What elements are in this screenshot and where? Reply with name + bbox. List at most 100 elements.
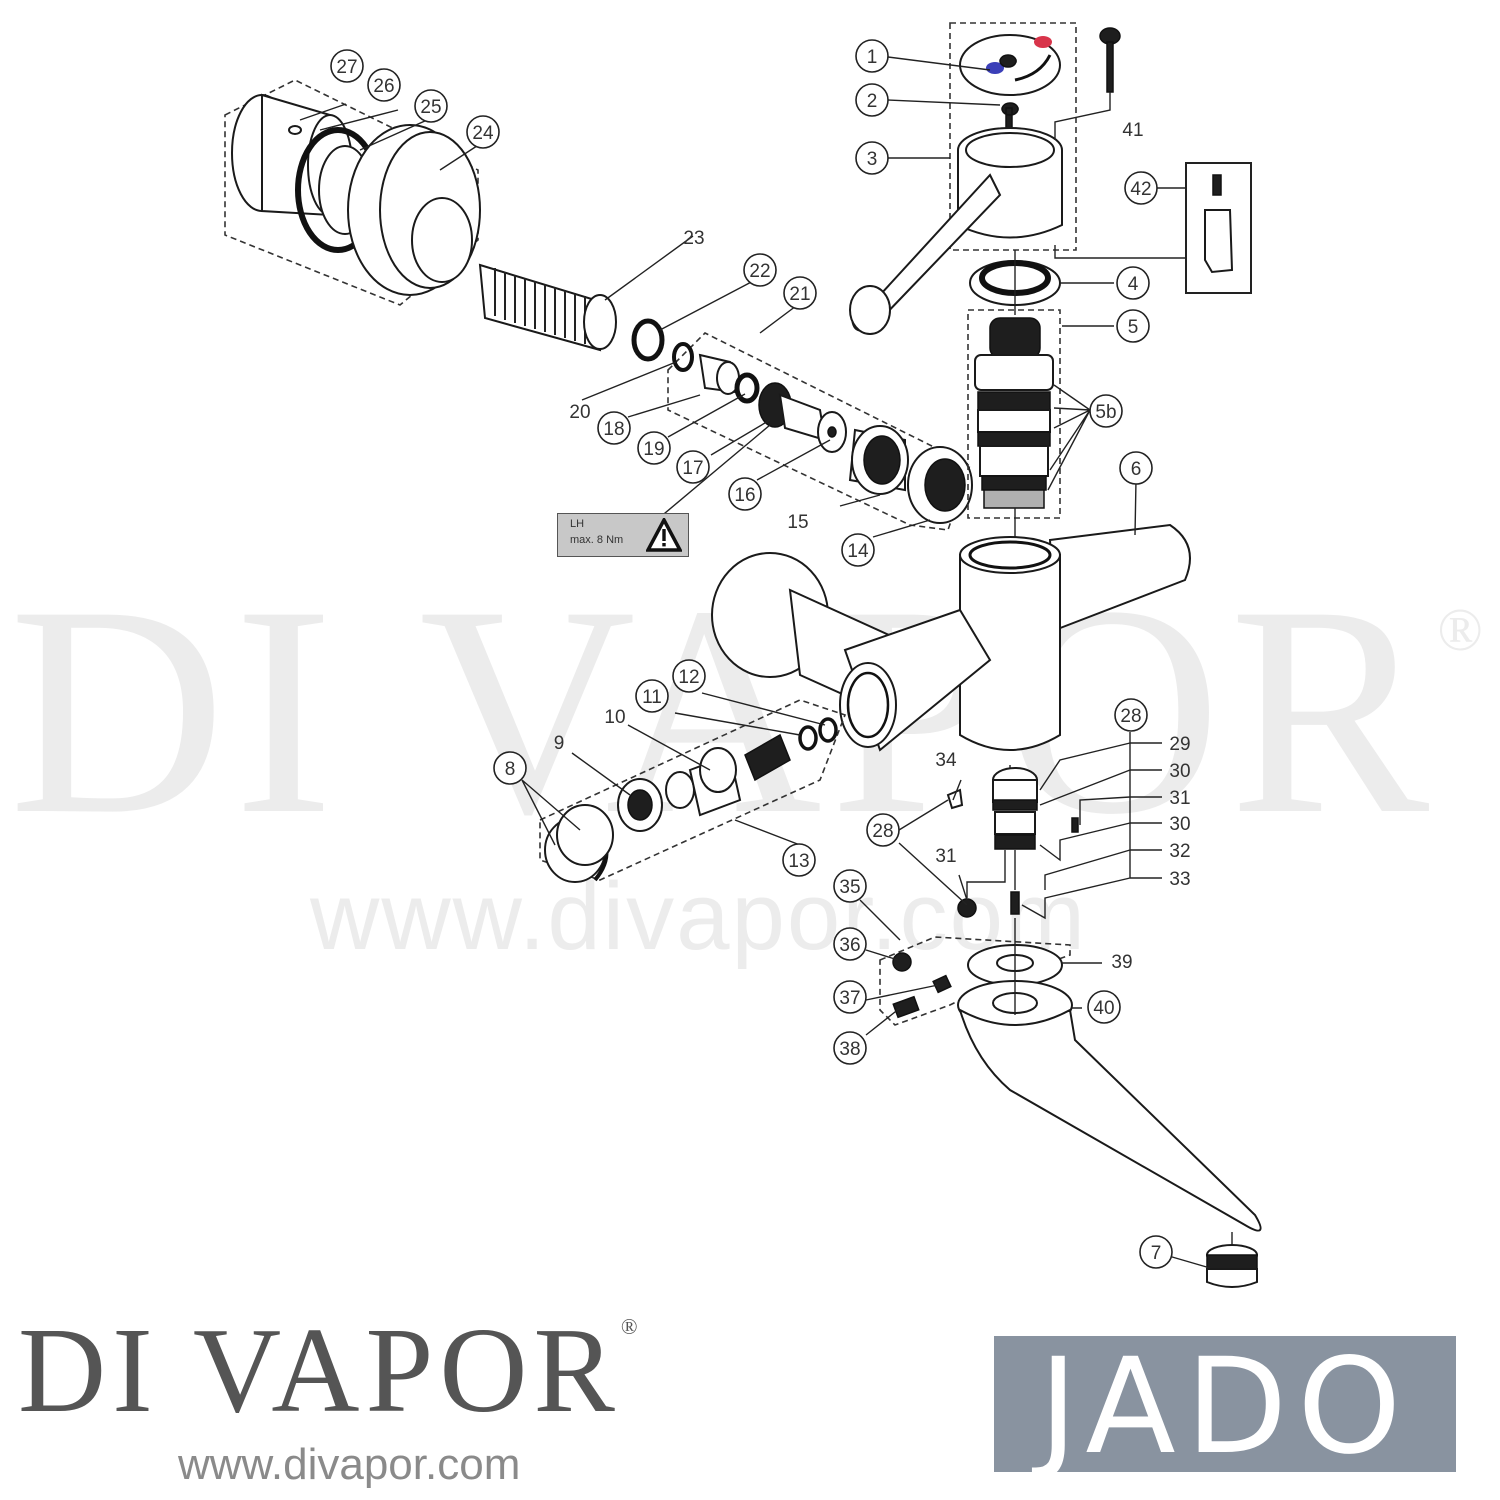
handle-group xyxy=(849,22,1077,335)
callout-28-right: 28 xyxy=(1114,698,1148,732)
callout-14: 14 xyxy=(841,533,875,567)
spout-fixing-group xyxy=(879,918,1073,1030)
leader-5b xyxy=(1047,384,1091,491)
svg-text:37: 37 xyxy=(839,988,860,1009)
divapor-url: www.divapor.com xyxy=(178,1440,521,1489)
svg-text:7: 7 xyxy=(1151,1243,1162,1264)
svg-text:28: 28 xyxy=(872,821,893,842)
label-32: 32 xyxy=(1169,841,1190,862)
callout-8: 8 xyxy=(493,751,527,785)
callout-38: 38 xyxy=(833,1031,867,1065)
callout-2: 2 xyxy=(855,83,889,117)
label-30-a: 30 xyxy=(1169,761,1190,782)
torque-warning-label: LH max. 8 Nm xyxy=(557,513,689,557)
svg-text:5b: 5b xyxy=(1095,402,1116,423)
svg-text:14: 14 xyxy=(847,541,869,562)
callout-18: 18 xyxy=(597,411,631,445)
label-15: 15 xyxy=(787,512,808,533)
callout-19: 19 xyxy=(637,431,671,465)
callout-24: 24 xyxy=(466,115,500,149)
warning-triangle-icon xyxy=(646,518,682,552)
label-23: 23 xyxy=(683,228,704,249)
callout-42: 42 xyxy=(1124,171,1158,205)
svg-text:8: 8 xyxy=(505,759,516,780)
warning-line-1: LH xyxy=(570,518,585,530)
label-39: 39 xyxy=(1111,952,1132,973)
label-34: 34 xyxy=(935,750,957,771)
callout-16: 16 xyxy=(728,477,762,511)
svg-text:4: 4 xyxy=(1128,274,1139,295)
lever-spring-part-42 xyxy=(1054,162,1252,294)
svg-text:17: 17 xyxy=(682,458,703,479)
callout-12: 12 xyxy=(672,659,706,693)
check-valve-group xyxy=(667,332,973,531)
divapor-logo: DI VAPOR® www.divapor.com xyxy=(18,1310,638,1490)
svg-text:42: 42 xyxy=(1130,179,1151,200)
jado-logo: JADO xyxy=(994,1330,1456,1484)
callout-22: 22 xyxy=(743,253,777,287)
wall-flange-group xyxy=(224,79,481,306)
callout-5: 5 xyxy=(1116,309,1150,343)
callout-5b: 5b xyxy=(1089,394,1123,428)
jado-logo-text: JADO xyxy=(1038,1330,1412,1484)
callout-21: 21 xyxy=(783,276,817,310)
label-31-b: 31 xyxy=(935,846,956,867)
leader-28-bracket xyxy=(1129,732,1162,879)
svg-text:16: 16 xyxy=(734,485,755,506)
svg-text:25: 25 xyxy=(420,97,441,118)
washer-part-22 xyxy=(631,318,665,362)
bonnet-ring-part-4 xyxy=(969,250,1061,315)
label-20: 20 xyxy=(569,402,590,423)
svg-text:21: 21 xyxy=(789,284,810,305)
callout-36: 36 xyxy=(833,927,867,961)
svg-text:6: 6 xyxy=(1131,459,1142,480)
aerator-part-7 xyxy=(1206,1232,1258,1288)
svg-text:1: 1 xyxy=(867,47,878,68)
svg-text:28: 28 xyxy=(1120,706,1141,727)
svg-text:24: 24 xyxy=(472,123,494,144)
callout-35: 35 xyxy=(833,869,867,903)
watermark-registered-mark: ® xyxy=(1437,597,1491,663)
svg-text:40: 40 xyxy=(1093,998,1114,1019)
svg-text:35: 35 xyxy=(839,877,860,898)
callout-13: 13 xyxy=(782,843,816,877)
svg-text:5: 5 xyxy=(1128,317,1139,338)
cartridge-part-5 xyxy=(967,309,1061,560)
callout-37: 37 xyxy=(833,980,867,1014)
svg-text:22: 22 xyxy=(749,261,770,282)
callout-7: 7 xyxy=(1139,1235,1173,1269)
svg-text:13: 13 xyxy=(788,851,809,872)
callout-17: 17 xyxy=(676,450,710,484)
callout-3: 3 xyxy=(855,141,889,175)
valve-body-part-6 xyxy=(711,523,1191,800)
callout-4: 4 xyxy=(1116,266,1150,300)
threaded-nipple-part-23 xyxy=(478,263,617,352)
label-30-b: 30 xyxy=(1169,814,1190,835)
svg-text:11: 11 xyxy=(642,687,662,708)
svg-text:36: 36 xyxy=(839,935,860,956)
svg-text:3: 3 xyxy=(867,149,878,170)
shutoff-valve-group xyxy=(539,699,847,883)
callout-28-left: 28 xyxy=(866,813,900,847)
callout-40: 40 xyxy=(1087,990,1121,1024)
label-29: 29 xyxy=(1169,734,1190,755)
label-10: 10 xyxy=(604,707,625,728)
svg-text:27: 27 xyxy=(336,57,357,78)
svg-text:12: 12 xyxy=(678,667,699,688)
leader-lines xyxy=(299,56,1211,1269)
svg-text:18: 18 xyxy=(603,419,624,440)
spout-part-40 xyxy=(958,1007,1262,1232)
callout-25: 25 xyxy=(414,89,448,123)
svg-text:38: 38 xyxy=(839,1039,860,1060)
watermark-url: www.divapor.com xyxy=(310,863,1087,970)
callout-27: 27 xyxy=(330,49,364,83)
svg-text:2: 2 xyxy=(867,91,878,112)
key-part-41 xyxy=(1054,27,1121,140)
callout-26: 26 xyxy=(367,68,401,102)
callout-6: 6 xyxy=(1119,451,1153,485)
label-33: 33 xyxy=(1169,869,1190,890)
leader-28-29-30 xyxy=(1021,742,1131,920)
divapor-logo-text: DI VAPOR xyxy=(18,1303,621,1438)
label-41: 41 xyxy=(1122,120,1143,141)
callout-1: 1 xyxy=(855,39,889,73)
